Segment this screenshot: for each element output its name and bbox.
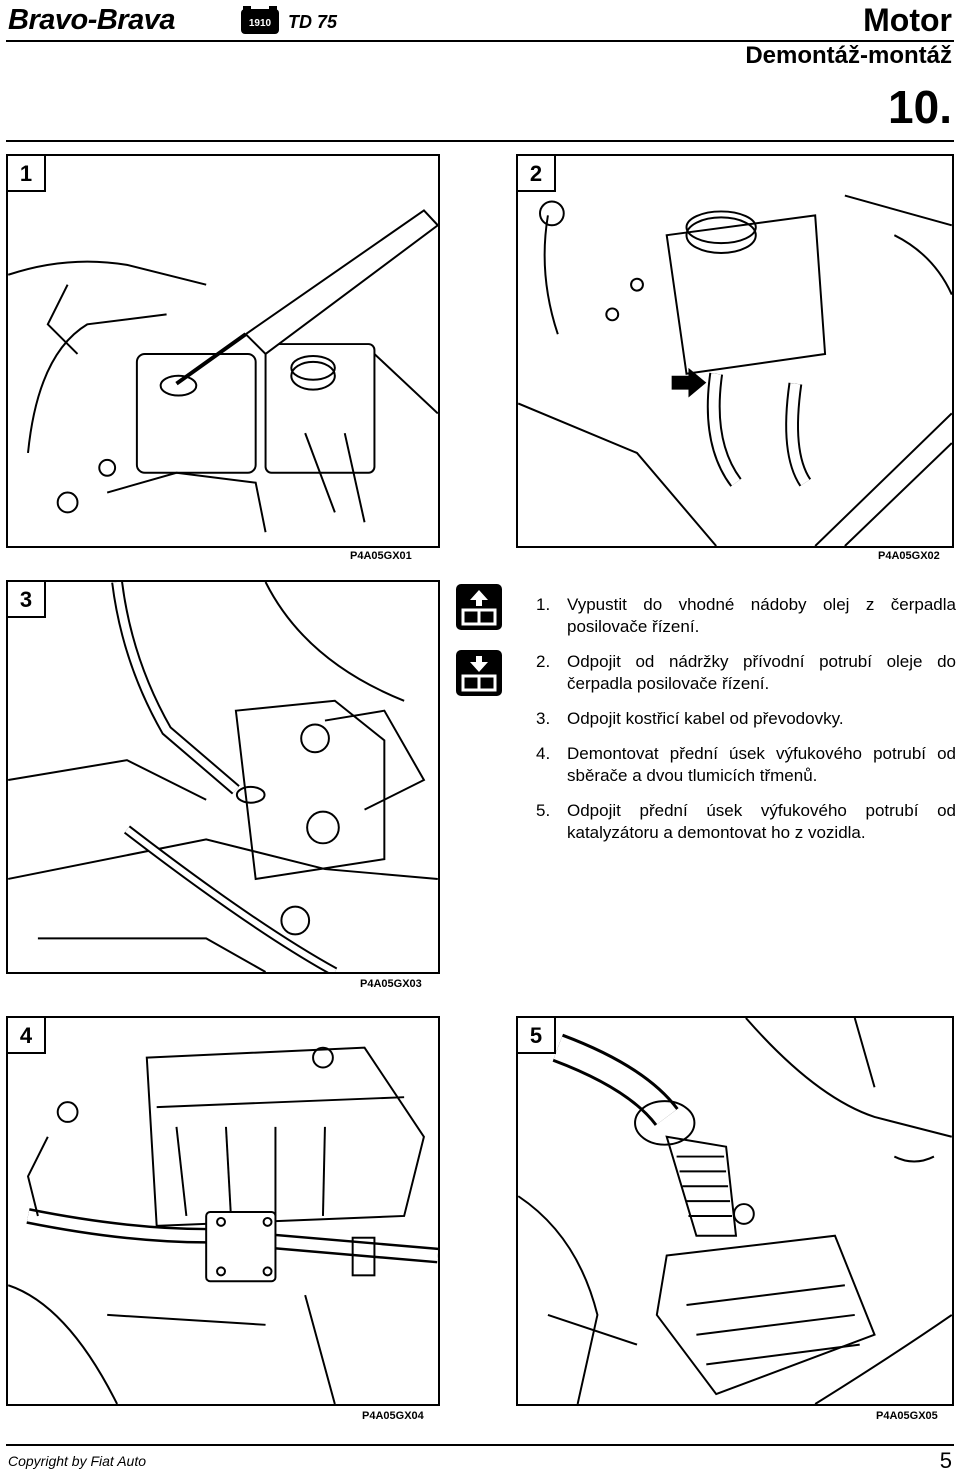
figure-5-code: P4A05GX05	[876, 1410, 938, 1422]
step-text: Vypustit do vhodné nádoby olej z čerpadl…	[567, 595, 956, 636]
page-number: 5	[939, 1448, 952, 1473]
figure-2-number: 2	[518, 156, 556, 192]
figure-5: 5	[516, 1016, 954, 1406]
figure-2: 2	[516, 154, 954, 548]
step-text: Odpojit od nádržky přívodní potrubí olej…	[567, 652, 956, 693]
step-text: Odpojit kostřicí kabel od převodovky.	[567, 709, 844, 728]
section-title: Motor	[863, 2, 952, 38]
model-label: TD 75	[288, 12, 338, 32]
figure-4-code: P4A05GX04	[362, 1410, 424, 1422]
figure-3-number: 3	[8, 582, 46, 618]
instruction-step: 2. Odpojit od nádržky přívodní potrubí o…	[536, 651, 956, 695]
footer-rule	[6, 1444, 954, 1446]
section-subtitle: Demontáž-montáž	[745, 42, 952, 69]
installation-icon	[456, 650, 502, 696]
svg-text:1910: 1910	[249, 18, 272, 29]
figure-3-code: P4A05GX03	[360, 978, 422, 990]
step-number: 2.	[536, 652, 551, 671]
instruction-step: 3. Odpojit kostřicí kabel od převodovky.	[536, 708, 956, 730]
figure-2-code: P4A05GX02	[878, 550, 940, 562]
instruction-step: 1. Vypustit do vhodné nádoby olej z čerp…	[536, 594, 956, 638]
figure-1: 1	[6, 154, 440, 548]
brand-title: Bravo-Brava	[8, 4, 175, 36]
copyright-text: Copyright by Fiat Auto	[8, 1453, 146, 1469]
step-text: Odpojit přední úsek výfukového potrubí o…	[567, 801, 956, 842]
step-number: 3.	[536, 709, 551, 728]
figure-1-illustration	[8, 209, 438, 533]
instruction-step: 5. Odpojit přední úsek výfukového potrub…	[536, 800, 956, 844]
instruction-list: 1. Vypustit do vhodné nádoby olej z čerp…	[536, 594, 956, 857]
figure-4-number: 4	[8, 1018, 46, 1054]
header-rule-lower	[6, 140, 954, 142]
figure-5-number: 5	[518, 1018, 556, 1054]
figure-5-illustration	[518, 1018, 952, 1404]
instruction-step: 4. Demontovat přední úsek výfukového pot…	[536, 743, 956, 787]
header-rule	[6, 40, 954, 42]
figure-4: 4	[6, 1016, 440, 1406]
removal-icon	[456, 584, 502, 630]
figure-1-code: P4A05GX01	[350, 550, 412, 562]
fiat-logo: 1910	[240, 6, 280, 36]
figure-4-illustration	[8, 1046, 438, 1404]
step-text: Demontovat přední úsek výfukového potrub…	[567, 744, 956, 785]
step-number: 4.	[536, 744, 551, 763]
step-number: 5.	[536, 801, 551, 820]
figure-3: 3	[6, 580, 440, 974]
figure-3-illustration	[8, 582, 438, 972]
figure-1-number: 1	[8, 156, 46, 192]
step-number: 1.	[536, 595, 551, 614]
section-number: 10.	[888, 81, 952, 133]
figure-2-illustration	[518, 194, 952, 546]
